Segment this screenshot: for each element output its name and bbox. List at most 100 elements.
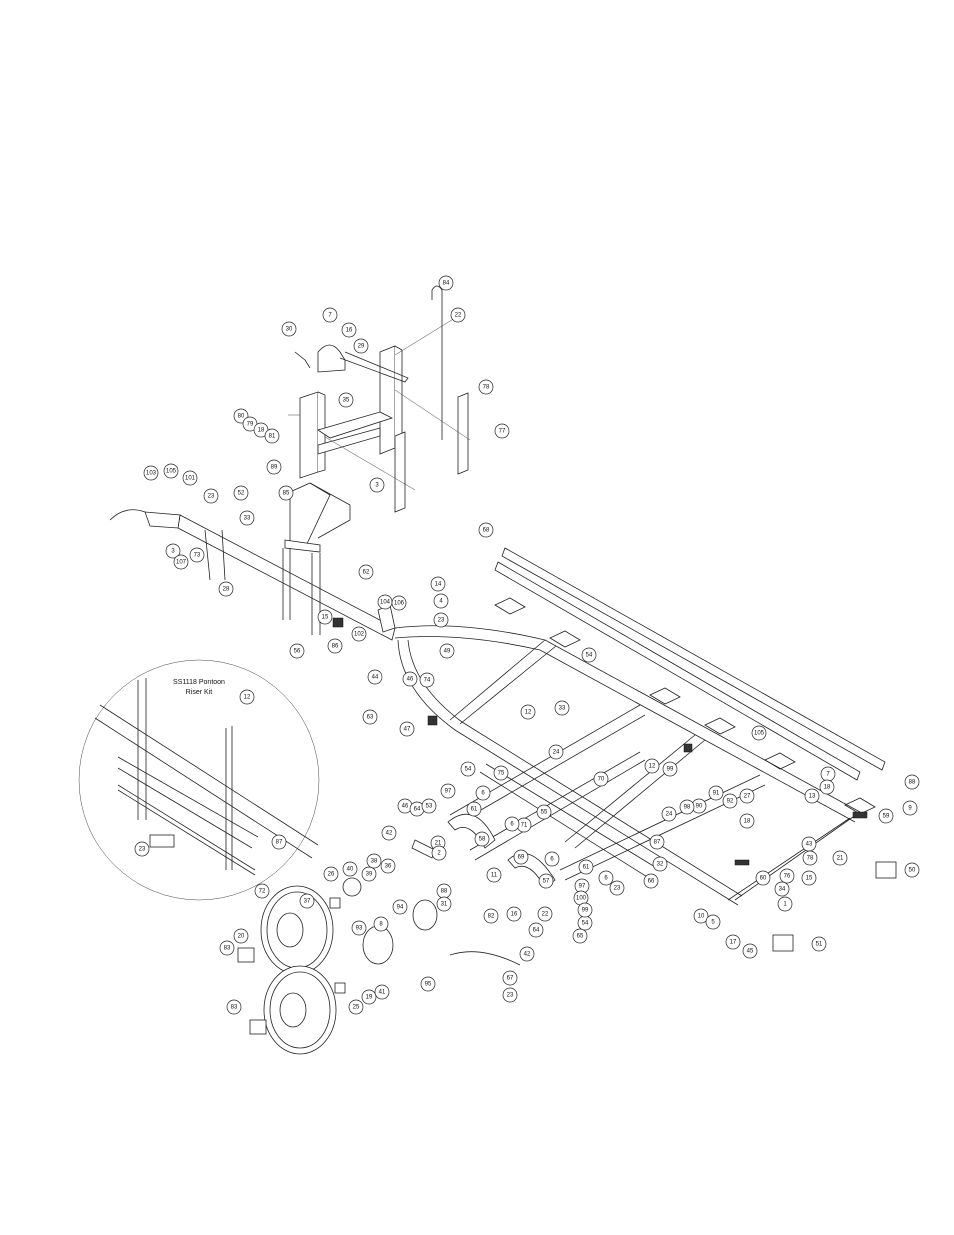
- part-callout: 78: [478, 379, 494, 395]
- callout-circle: [478, 522, 494, 538]
- callout-circle: [367, 669, 383, 685]
- callout-number: 78: [807, 856, 814, 862]
- callout-circle: [399, 721, 415, 737]
- part-callout: 77: [494, 423, 510, 439]
- part-callout: 42: [519, 946, 535, 962]
- part-callout: 46: [402, 671, 418, 687]
- part-callout: 13: [804, 788, 820, 804]
- callout-circle: [266, 459, 282, 475]
- part-callout: 24: [661, 806, 677, 822]
- callout-circle: [708, 785, 724, 801]
- inset-part-callout: 23: [134, 841, 150, 857]
- part-callout: 7: [820, 766, 836, 782]
- callout-number: 99: [667, 767, 674, 773]
- callout-circle: [134, 841, 150, 857]
- callout-number: 104: [380, 600, 391, 606]
- callout-number: 46: [402, 804, 409, 810]
- callout-circle: [804, 788, 820, 804]
- callout-number: 38: [371, 859, 378, 865]
- callout-number: 5: [711, 920, 715, 926]
- part-callout: 88: [904, 774, 920, 790]
- callout-circle: [450, 307, 466, 323]
- callout-number: 40: [347, 867, 354, 873]
- callout-circle: [779, 868, 795, 884]
- callout-number: 46: [407, 677, 414, 683]
- callout-circle: [460, 761, 476, 777]
- callout-number: 27: [744, 794, 751, 800]
- callout-number: 88: [909, 780, 916, 786]
- callout-circle: [536, 804, 552, 820]
- callout-number: 54: [582, 921, 589, 927]
- callout-circle: [341, 322, 357, 338]
- callout-circle: [392, 899, 408, 915]
- part-callout: 61: [466, 801, 482, 817]
- part-callout: 1: [777, 896, 793, 912]
- part-callout: 20: [233, 928, 249, 944]
- part-callout: 32: [652, 856, 668, 872]
- part-callout: 23: [609, 880, 625, 896]
- part-callout: 88: [436, 883, 452, 899]
- part-callout: 30: [281, 321, 297, 337]
- part-callout: 29: [353, 338, 369, 354]
- callout-circle: [578, 859, 594, 875]
- part-callout: 14: [430, 576, 446, 592]
- part-callout: 64: [528, 922, 544, 938]
- part-callout: 106: [391, 595, 407, 611]
- part-callout: 39: [361, 866, 377, 882]
- part-callout: 21: [832, 850, 848, 866]
- callout-number: 84: [443, 281, 450, 287]
- callout-circle: [338, 392, 354, 408]
- part-callout: 70: [593, 771, 609, 787]
- part-callout: 102: [351, 626, 367, 642]
- callout-circle: [661, 806, 677, 822]
- callout-circle: [322, 307, 338, 323]
- callout-number: 42: [386, 831, 393, 837]
- callout-circle: [373, 916, 389, 932]
- part-callout: 17: [725, 934, 741, 950]
- callout-number: 64: [414, 807, 421, 813]
- callout-circle: [572, 928, 588, 944]
- part-callout: 43: [801, 836, 817, 852]
- part-callout: 66: [643, 873, 659, 889]
- part-callout: 98: [679, 799, 695, 815]
- callout-number: 60: [760, 876, 767, 882]
- part-callout: 69: [513, 849, 529, 865]
- part-callout: 45: [742, 943, 758, 959]
- callout-number: 53: [426, 804, 433, 810]
- callout-circle: [239, 510, 255, 526]
- callout-number: 24: [666, 812, 673, 818]
- part-callout: 91: [708, 785, 724, 801]
- callout-circle: [739, 788, 755, 804]
- callout-number: 29: [358, 344, 365, 350]
- part-callout: 89: [266, 459, 282, 475]
- part-callout: 74: [419, 672, 435, 688]
- part-callout: 52: [233, 485, 249, 501]
- callout-number: 2: [437, 851, 441, 857]
- callout-number: 54: [465, 767, 472, 773]
- callout-number: 15: [806, 876, 813, 882]
- callout-number: 78: [483, 385, 490, 391]
- part-callout: 37: [299, 893, 315, 909]
- part-callout: 97: [440, 783, 456, 799]
- part-callout: 94: [392, 899, 408, 915]
- callout-circle: [419, 672, 435, 688]
- callout-number: 7: [826, 772, 830, 778]
- callout-number: 41: [379, 990, 386, 996]
- callout-number: 97: [445, 789, 452, 795]
- callout-circle: [436, 896, 452, 912]
- callout-number: 75: [498, 771, 505, 777]
- part-callout: 78: [802, 850, 818, 866]
- callout-circle: [544, 851, 560, 867]
- callout-number: 99: [582, 908, 589, 914]
- callout-number: 3: [171, 549, 175, 555]
- callout-circle: [182, 470, 198, 486]
- part-callout: 24: [548, 744, 564, 760]
- callout-circle: [537, 906, 553, 922]
- callout-number: 50: [909, 868, 916, 874]
- callout-circle: [609, 880, 625, 896]
- callout-number: 65: [577, 934, 584, 940]
- callout-number: 51: [816, 942, 823, 948]
- part-callout: 5: [705, 914, 721, 930]
- callout-circle: [438, 275, 454, 291]
- callout-number: 13: [809, 794, 816, 800]
